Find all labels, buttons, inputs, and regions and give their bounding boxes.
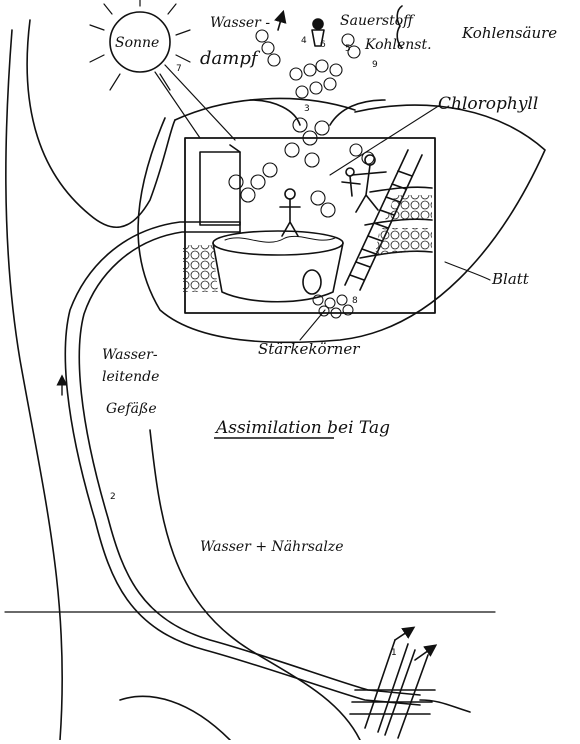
- marker-2: 2: [110, 492, 116, 502]
- starch-sack: [303, 270, 321, 294]
- label-starch: Stärkekörner: [258, 342, 359, 357]
- marker-9: 9: [372, 60, 378, 70]
- label-nutrients: Wasser + Nährsalze: [200, 540, 343, 554]
- grain-heap-left: [183, 245, 218, 292]
- door-line: [230, 145, 240, 152]
- root-system: [350, 640, 470, 738]
- diagram-title: Assimilation bei Tag: [216, 420, 390, 437]
- label-chlorophyll: Chlorophyll: [438, 96, 538, 113]
- worker-figure-1: [280, 189, 300, 236]
- label-vapour: dampf: [200, 50, 258, 68]
- stoma-left: [250, 100, 300, 125]
- label-vessel-1: Wasser-: [102, 348, 158, 362]
- worker-figure-3: [342, 168, 360, 196]
- label-co2: Kohlensäure: [462, 26, 557, 41]
- starch-grains: [313, 295, 353, 318]
- shelf-1: [370, 187, 432, 192]
- label-water: Wasser -: [210, 16, 270, 30]
- starch-pointer: [300, 310, 325, 340]
- marker-5: 5: [345, 44, 351, 54]
- trunk-left-outline: [6, 30, 62, 740]
- root-arrow-1: [395, 630, 410, 640]
- marker-6: 6: [320, 40, 326, 50]
- marker-1: 1: [391, 648, 397, 658]
- label-sun: Sonne: [115, 36, 159, 50]
- label-leaf: Blatt: [492, 272, 529, 287]
- label-vessel-3: Gefäße: [106, 402, 157, 416]
- tub-contents: [225, 236, 335, 242]
- leaf-pointer: [445, 262, 490, 280]
- marker-3: 3: [304, 104, 310, 114]
- label-carbon: Kohlenst.: [365, 38, 432, 52]
- chlorophyll-pointer: [330, 105, 440, 175]
- water-pipe-outer: [65, 222, 420, 705]
- root-arrow-2: [415, 648, 432, 660]
- oxygen-dot: [313, 19, 323, 29]
- trunk-lower-outline: [150, 430, 360, 740]
- label-oxygen: Sauerstoff: [340, 14, 413, 28]
- label-vessel-2: leitende: [102, 370, 159, 384]
- marker-8: 8: [352, 296, 358, 306]
- marker-7: 7: [176, 64, 182, 74]
- root-outline: [120, 696, 230, 740]
- leaf-outline: [138, 105, 545, 342]
- tub-rim: [213, 231, 343, 255]
- stoma-right: [330, 100, 385, 125]
- trunk-right-outline: [27, 20, 175, 227]
- water-pipe-inner: [79, 232, 420, 695]
- water-arrow-up: [278, 16, 282, 30]
- marker-4: 4: [301, 36, 307, 46]
